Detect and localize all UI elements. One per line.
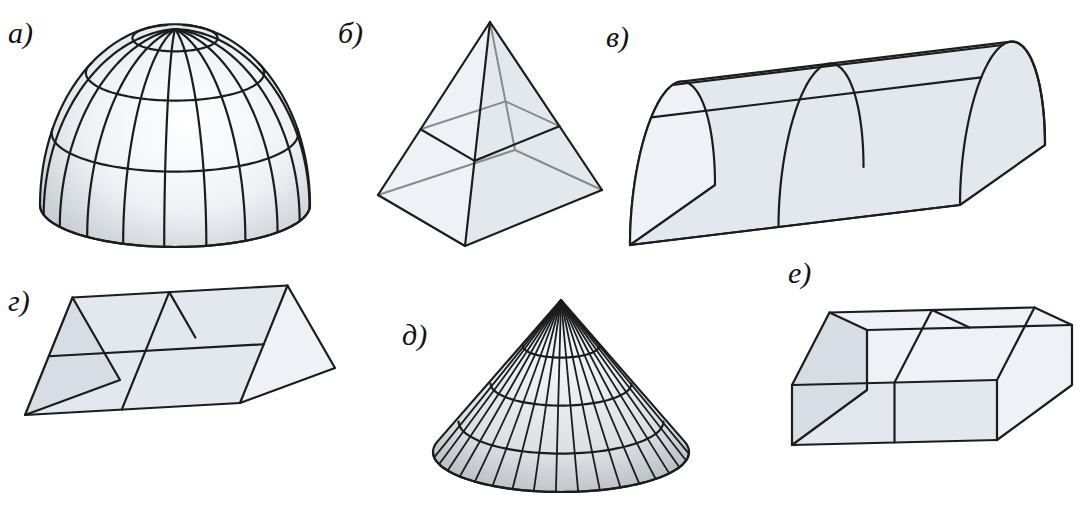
figure-label: б) — [338, 18, 363, 48]
dome-ring — [86, 63, 264, 100]
hidden-edge — [378, 150, 602, 195]
pyramid-edge — [490, 22, 602, 190]
figure-label: е) — [788, 258, 811, 288]
vault-line — [673, 45, 1003, 85]
gable-eave — [25, 403, 240, 415]
figure-label: д) — [402, 320, 427, 350]
gable-rafter — [169, 292, 195, 337]
gable-slope — [25, 286, 288, 416]
cone-generatrix — [561, 300, 578, 492]
dome-ring — [40, 205, 310, 247]
dome-ring — [296, 129, 299, 134]
cone-generatrix — [512, 300, 561, 489]
figure-label: а) — [8, 18, 33, 48]
dome-ring — [52, 129, 299, 172]
dome-meridian — [44, 29, 175, 215]
dome-meridian — [60, 29, 175, 227]
pyramid-face — [378, 22, 602, 246]
dome-meridian — [175, 29, 206, 246]
cone-generatrix — [434, 300, 561, 457]
cone-ring — [523, 346, 600, 358]
dome-meridian — [175, 29, 245, 241]
figure-label: г) — [8, 286, 30, 316]
pyramid-edge — [378, 190, 602, 246]
gable-ridge — [73, 286, 288, 298]
cone-generatrix — [493, 300, 561, 486]
vault-arch — [960, 42, 1045, 205]
cone-ring — [433, 452, 689, 492]
dome-meridian — [175, 29, 300, 221]
gable-rafter — [122, 292, 170, 410]
gable-body — [25, 286, 335, 416]
dome-ring — [132, 25, 217, 51]
prism-body — [792, 308, 1072, 446]
cone-generatrix — [561, 300, 600, 490]
vault-outline — [630, 42, 1045, 245]
gable-figure — [25, 286, 335, 416]
vault-line — [630, 205, 960, 245]
cone-generatrix — [448, 300, 561, 471]
dome-meridian — [164, 29, 175, 247]
prism-end — [792, 313, 867, 446]
cone-outline — [433, 300, 689, 492]
cone-figure — [433, 300, 689, 492]
dome-outline — [40, 24, 310, 247]
cone-ring — [491, 384, 632, 406]
cone-ring — [459, 422, 664, 454]
gable-end — [25, 298, 120, 416]
gable-purlin — [49, 344, 264, 356]
dome-meridian — [87, 29, 175, 237]
pyramid-edge — [465, 22, 490, 246]
dome-meridian — [123, 29, 175, 244]
vault-figure — [630, 42, 1045, 245]
pyramid-face — [465, 22, 602, 246]
dome-ring — [183, 25, 217, 38]
cone-generatrix — [561, 300, 669, 473]
vault-line — [651, 77, 981, 117]
cone-generatrix — [439, 300, 561, 464]
figure-label: в) — [606, 22, 629, 52]
dome-ring — [259, 63, 265, 73]
prism-roof-figure — [792, 308, 1072, 446]
dome-meridian — [175, 29, 278, 232]
hidden-edge — [421, 101, 560, 129]
vault-end — [630, 82, 715, 245]
prism-frame — [895, 310, 970, 443]
cone-generatrix — [561, 300, 686, 461]
dome-figure — [40, 24, 310, 247]
vault-arch — [779, 64, 864, 227]
pyramid-figure — [378, 22, 602, 246]
pyramid-ring — [421, 126, 560, 161]
cone-generatrix — [561, 300, 689, 454]
